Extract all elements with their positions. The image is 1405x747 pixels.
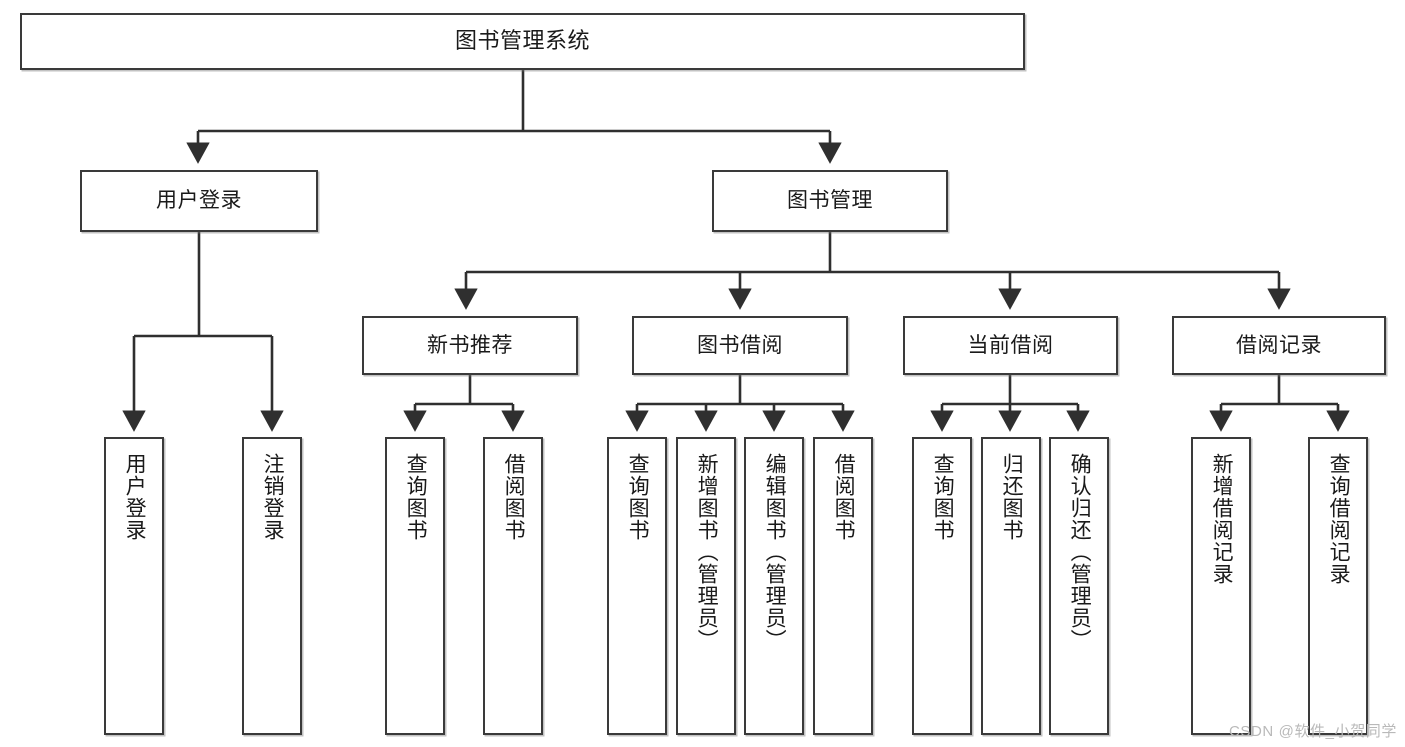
leaf-borrow-book-2-label: 借阅图书	[832, 453, 856, 541]
leaf-query-book-1[interactable]: 查询图书	[385, 437, 445, 735]
node-book-borrow[interactable]: 图书借阅	[632, 316, 848, 375]
leaf-edit-book[interactable]: 编辑图书（管理员）	[744, 437, 804, 735]
leaf-user-login[interactable]: 用户登录	[104, 437, 164, 735]
leaf-borrow-book-1-label: 借阅图书	[502, 453, 526, 541]
leaf-borrow-book-2[interactable]: 借阅图书	[813, 437, 873, 735]
leaf-query-record-label: 查询借阅记录	[1327, 453, 1351, 585]
leaf-query-book-2-label: 查询图书	[626, 453, 650, 541]
watermark: CSDN @软件_小贺同学	[1228, 723, 1397, 740]
node-book-management[interactable]: 图书管理	[712, 170, 948, 232]
node-login-label: 用户登录	[156, 189, 242, 213]
leaf-borrow-book-1[interactable]: 借阅图书	[483, 437, 543, 735]
leaf-return-book-label: 归还图书	[1000, 453, 1024, 541]
leaf-add-record-label: 新增借阅记录	[1210, 453, 1234, 585]
node-new-book-recommend[interactable]: 新书推荐	[362, 316, 578, 375]
node-new-book-recommend-label: 新书推荐	[427, 333, 513, 357]
leaf-logout[interactable]: 注销登录	[242, 437, 302, 735]
node-borrow-record[interactable]: 借阅记录	[1172, 316, 1386, 375]
leaf-confirm-return[interactable]: 确认归还（管理员）	[1049, 437, 1109, 735]
leaf-add-record[interactable]: 新增借阅记录	[1191, 437, 1251, 735]
node-book-management-label: 图书管理	[787, 189, 873, 213]
leaf-query-book-3-label: 查询图书	[931, 453, 955, 541]
node-login[interactable]: 用户登录	[80, 170, 318, 232]
node-root-label: 图书管理系统	[454, 28, 590, 54]
node-book-borrow-label: 图书借阅	[697, 333, 783, 357]
node-current-borrow[interactable]: 当前借阅	[903, 316, 1118, 375]
leaf-logout-label: 注销登录	[261, 453, 285, 541]
leaf-add-book-label: 新增图书（管理员）	[695, 453, 719, 651]
leaf-user-login-label: 用户登录	[123, 453, 147, 541]
leaf-query-record[interactable]: 查询借阅记录	[1308, 437, 1368, 735]
node-current-borrow-label: 当前借阅	[967, 333, 1054, 357]
node-borrow-record-label: 借阅记录	[1236, 333, 1322, 357]
leaf-query-book-1-label: 查询图书	[404, 453, 428, 541]
leaf-query-book-2[interactable]: 查询图书	[607, 437, 667, 735]
leaf-add-book[interactable]: 新增图书（管理员）	[676, 437, 736, 735]
node-root[interactable]: 图书管理系统	[20, 13, 1025, 70]
leaf-return-book[interactable]: 归还图书	[981, 437, 1041, 735]
leaf-confirm-return-label: 确认归还（管理员）	[1068, 453, 1092, 651]
leaf-query-book-3[interactable]: 查询图书	[912, 437, 972, 735]
leaf-edit-book-label: 编辑图书（管理员）	[763, 453, 787, 651]
